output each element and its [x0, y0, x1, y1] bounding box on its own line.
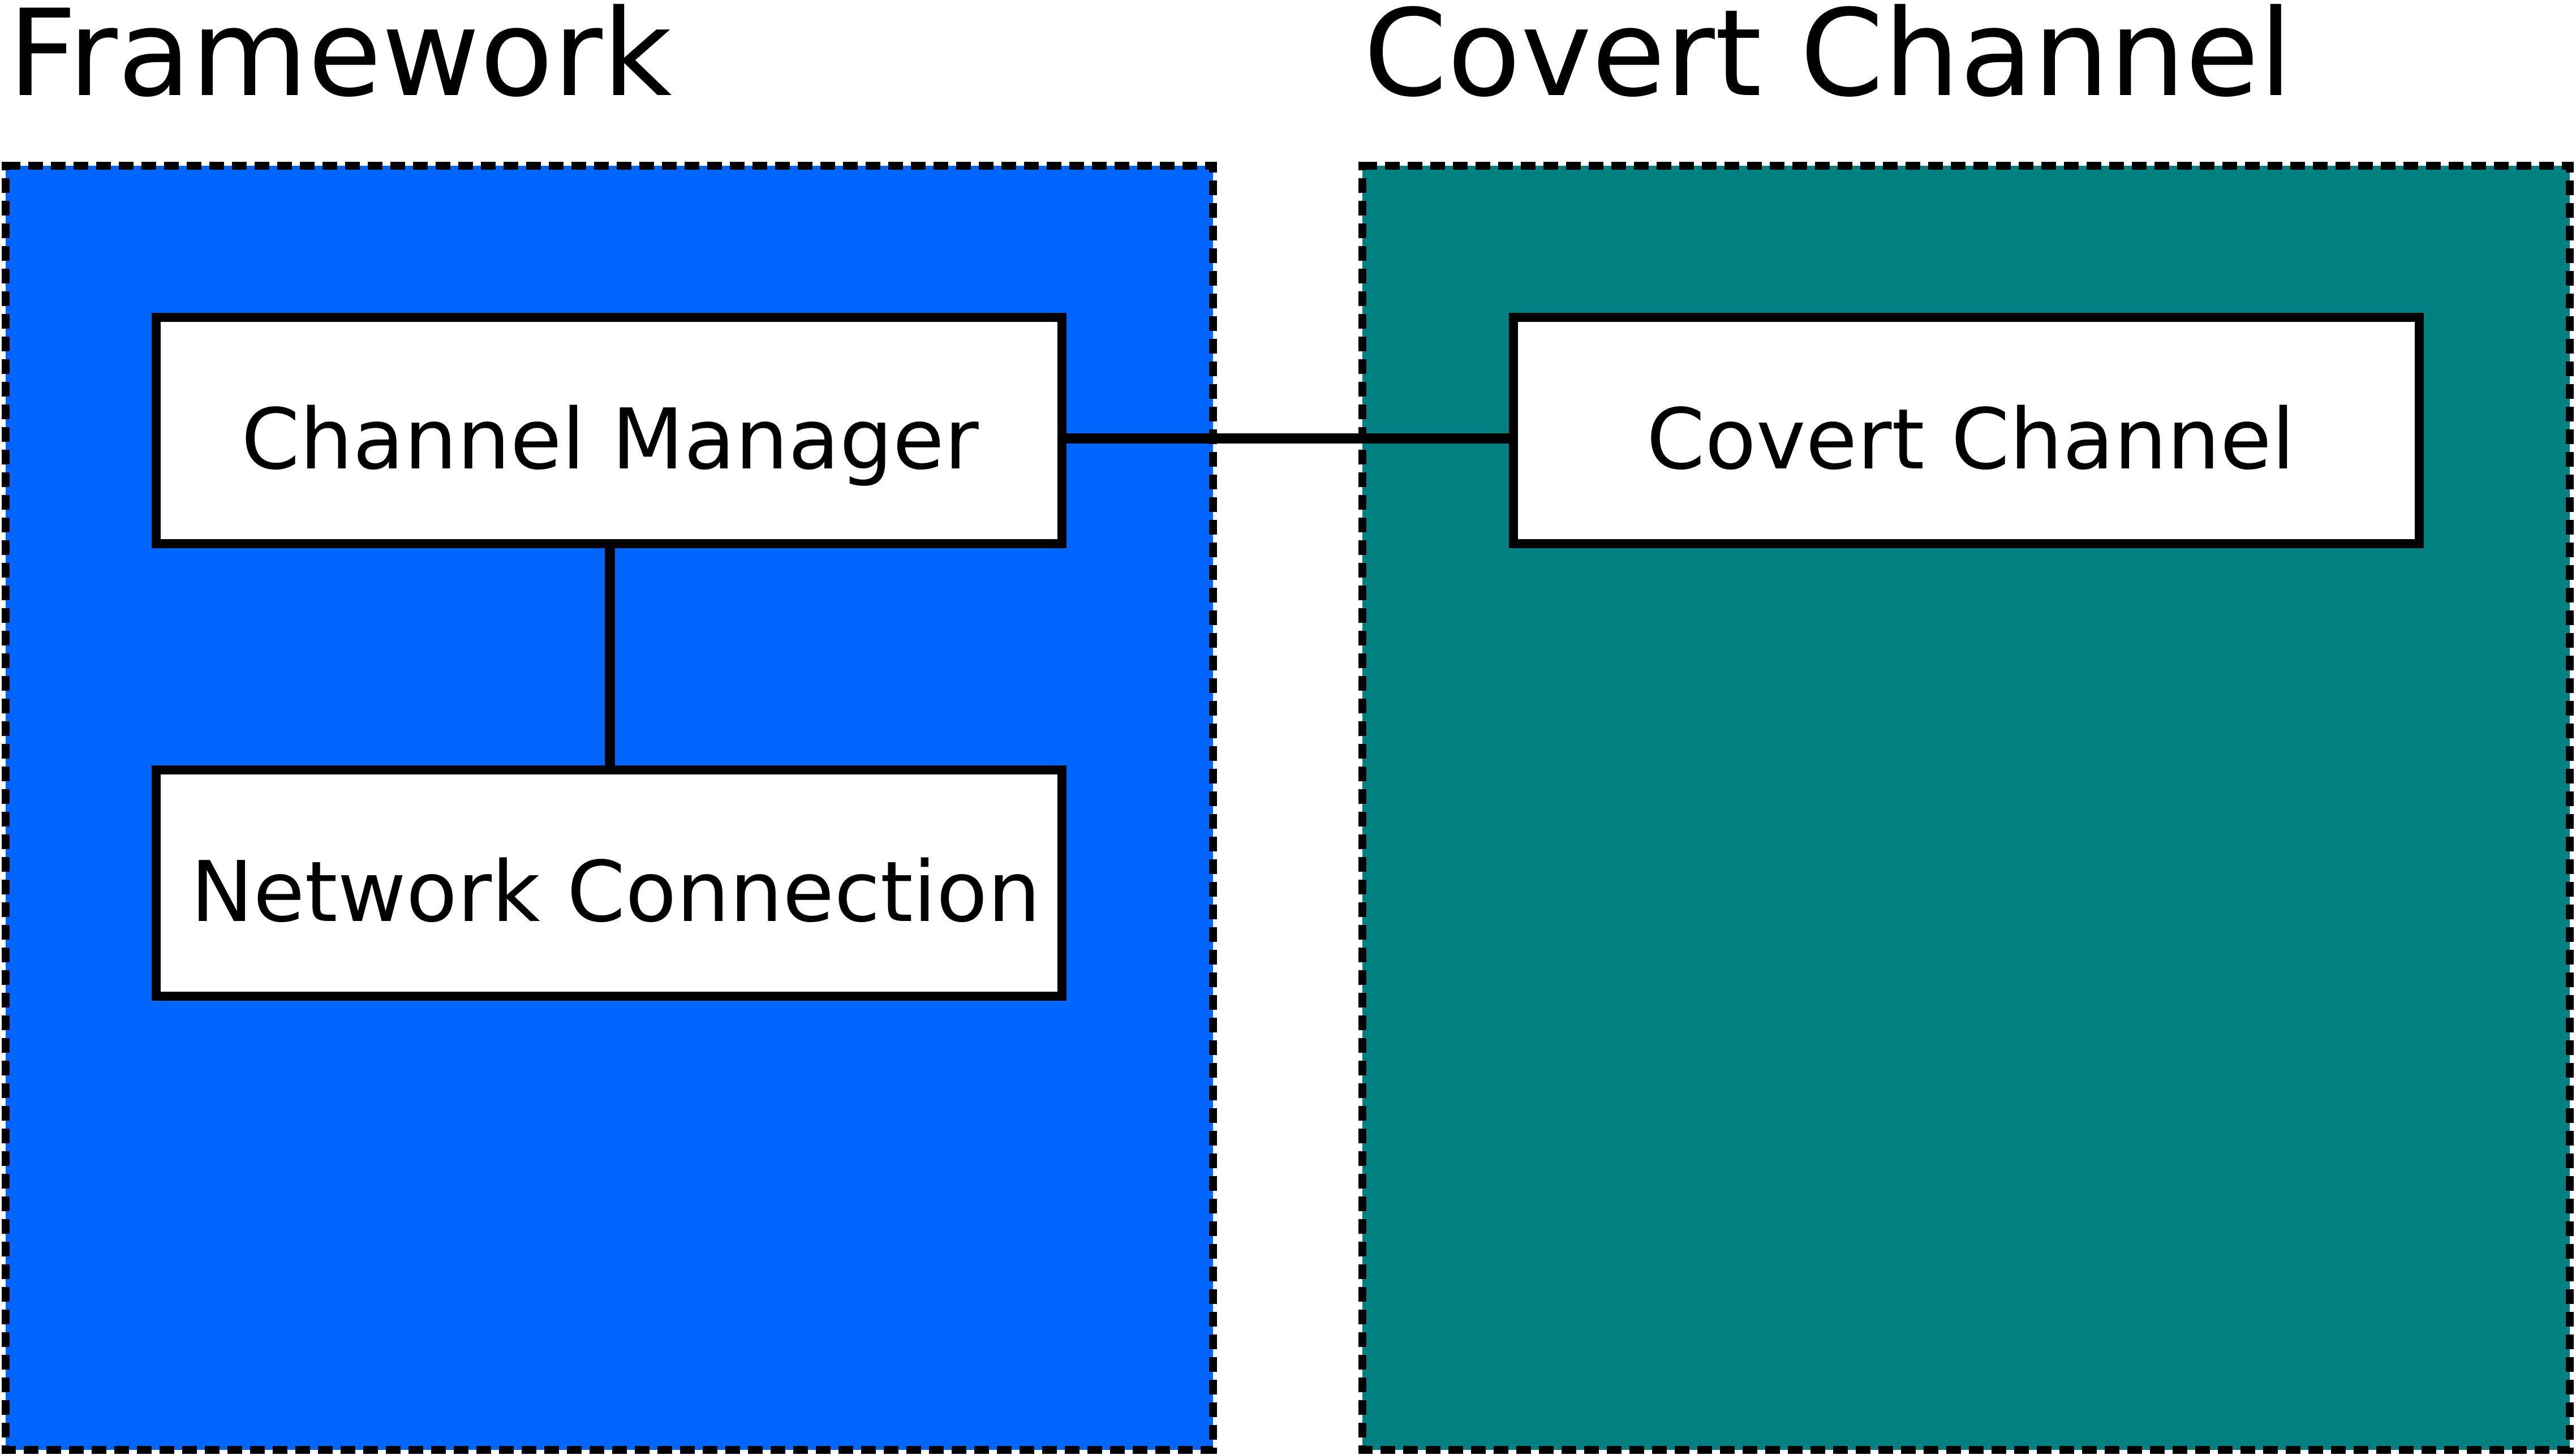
network-connection-label: Network Connection [191, 843, 1040, 941]
channel-manager-box [152, 313, 1066, 548]
channel-manager-label: Channel Manager [241, 391, 979, 488]
network-connection-box [152, 765, 1066, 1001]
covert-channel-group-title: Covert Channel [1364, 0, 2293, 123]
channel-manager-node[interactable]: Channel Manager [152, 313, 1066, 548]
covert-channel-box [1509, 313, 2424, 548]
covert-channel-node[interactable]: Covert Channel [1509, 313, 2424, 548]
framework-group-title: Framework [8, 0, 672, 123]
network-connection-node[interactable]: Network Connection [152, 765, 1066, 1001]
covert-channel-label: Covert Channel [1646, 391, 2295, 488]
